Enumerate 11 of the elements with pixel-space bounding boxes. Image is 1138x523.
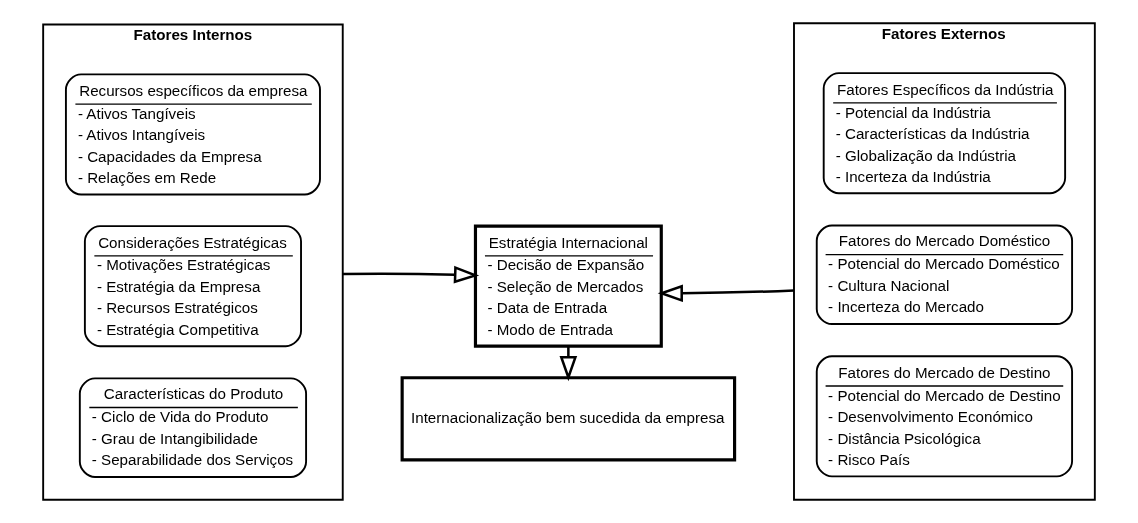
node-box: Fatores Específicos da Indústria - Potencial da Indústria - Características da Indústria - Globalização da Indústria - Incerteza da Indústria [822, 72, 1067, 195]
node-box: Fatores do Mercado Doméstico - Potencial do Mercado Doméstico - Cultura Nacional - Incerteza do Mercado [815, 224, 1074, 325]
node-box: Fatores do Mercado de Destino - Potencial do Mercado de Destino - Desenvolvimento Económico - Distância Psicológica - Risco País [815, 355, 1074, 478]
arrow [559, 346, 578, 382]
node-box: Considerações Estratégicas - Motivações Estratégicas - Estratégia da Empresa - Recursos Estratégicos - Estratégia Competitiva [83, 225, 302, 348]
node-box: Características do Produto - Ciclo de Vida do Produto - Grau de Intangibilidade - Separabilidade dos Serviços [78, 377, 308, 478]
node-box: Estratégia Internacional - Decisão de Expansão - Seleção de Mercados - Data de Entrada - Modo de Entrada [473, 224, 663, 348]
arrow [657, 284, 795, 303]
node-box: Recursos específicos da empresa - Ativos Tangíveis - Ativos Intangíveis - Capacidades da Empresa - Relações em Rede [64, 73, 321, 196]
node-box: Internacionalização bem sucedida da empresa [400, 376, 737, 462]
arrow [342, 265, 480, 284]
